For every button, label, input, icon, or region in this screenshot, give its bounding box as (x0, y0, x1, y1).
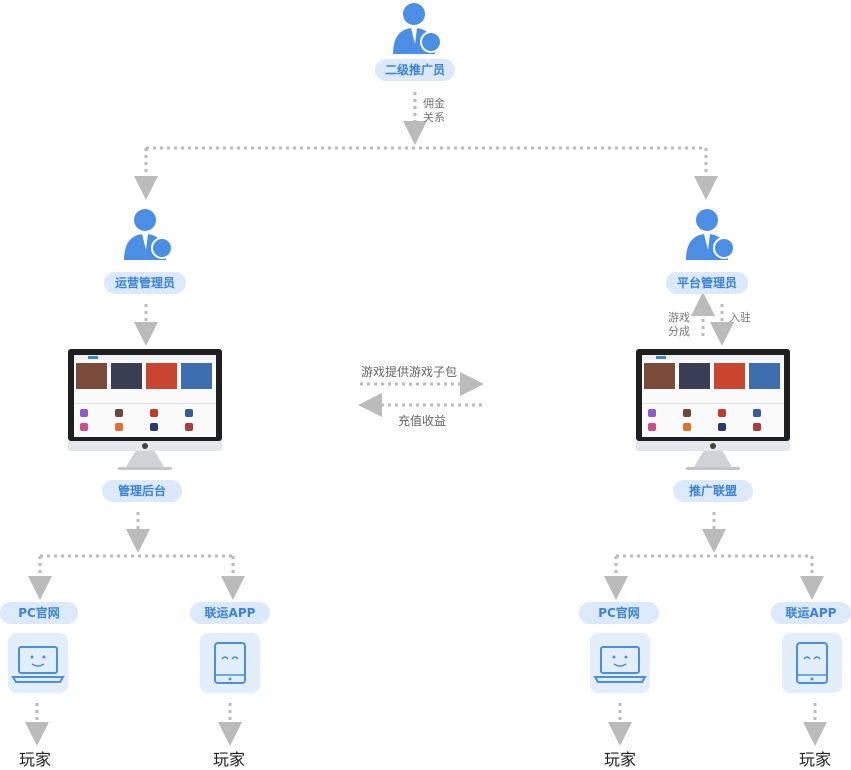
laptop-icon (590, 633, 650, 693)
desktop-monitor-icon (636, 349, 790, 473)
right-app-label: 联运APP (771, 602, 851, 624)
left-pc-site-label: PC官网 (0, 602, 78, 624)
player-label: 玩家 (19, 750, 52, 769)
commission-label-1: 佣金 (423, 97, 445, 110)
desktop-monitor-icon (68, 349, 222, 473)
recharge-income-label: 充值收益 (398, 414, 447, 428)
user-admin-icon (118, 206, 174, 262)
left-app-label: 联运APP (190, 602, 270, 624)
ops-admin-label: 运营管理员 (104, 272, 186, 294)
player-label: 玩家 (604, 750, 637, 769)
alliance-label: 推广联盟 (673, 480, 753, 502)
provide-package-label: 游戏提供游戏子包 (361, 365, 458, 379)
backend-label: 管理后台 (102, 480, 182, 502)
game-share-label-1: 游戏 (668, 311, 690, 324)
commission-label-2: 关系 (423, 111, 445, 124)
laptop-icon (8, 633, 68, 693)
settle-in-label: 入驻 (729, 311, 751, 324)
tablet-icon (200, 633, 260, 693)
tablet-icon (782, 633, 842, 693)
player-label: 玩家 (213, 750, 246, 769)
top-admin-label: 二级推广员 (375, 59, 455, 81)
user-admin-icon (680, 206, 736, 262)
player-label: 玩家 (799, 750, 832, 769)
right-pc-site-label: PC官网 (579, 602, 659, 624)
platform-admin-label: 平台管理员 (666, 272, 748, 294)
game-share-label-2: 分成 (668, 325, 690, 338)
user-admin-icon (387, 0, 443, 56)
